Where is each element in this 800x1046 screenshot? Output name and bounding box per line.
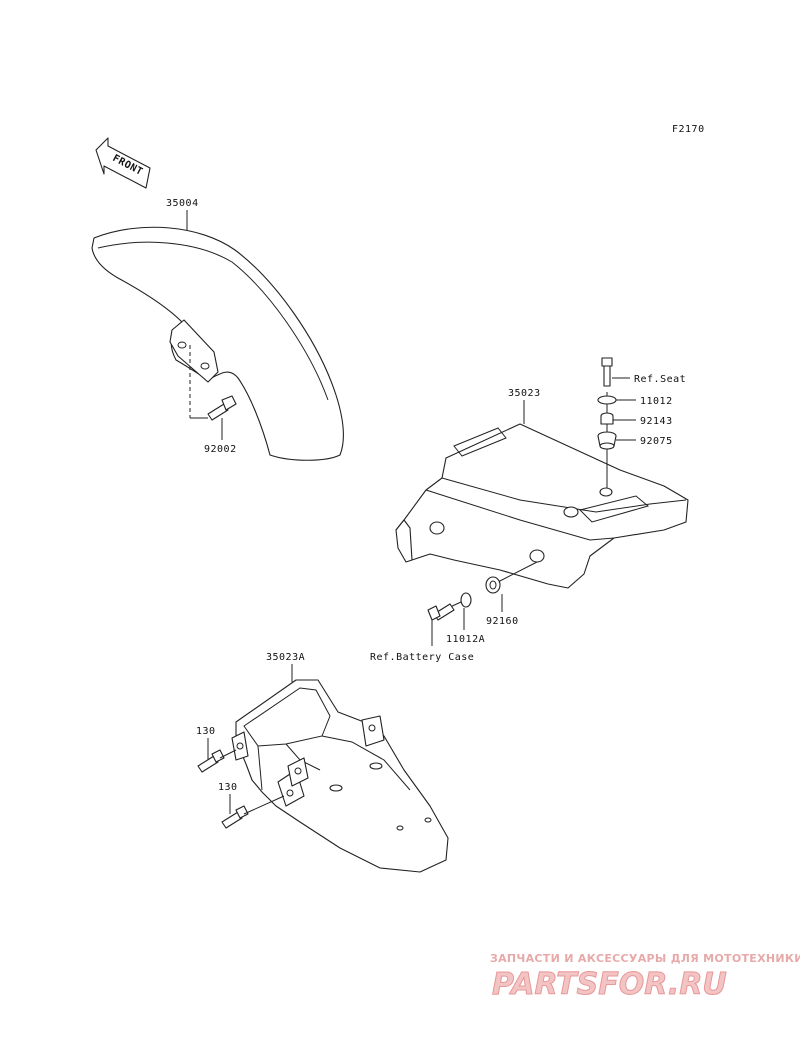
label-92002: 92002 [204,444,237,455]
label-11012: 11012 [640,396,673,407]
watermark-logo: PARTSFOR.RU [492,967,727,1002]
label-35023: 35023 [508,388,541,399]
ref-seat: Ref.Seat [634,374,686,385]
figure-code: F2170 [672,124,705,135]
label-35004: 35004 [166,198,199,209]
front-fender [91,226,345,461]
grommet-top-icon [597,431,617,450]
washer-icon [597,395,617,405]
label-92075: 92075 [640,436,673,447]
bolt-top-icon [601,357,613,387]
bolt-side-icon [427,603,455,621]
label-92160: 92160 [486,616,519,627]
ref-battery-case: Ref.Battery Case [370,652,474,663]
bolt-130-lower-icon [221,805,249,829]
grommet-side-icon [485,576,501,594]
collar-icon [600,412,614,425]
mount-hole [177,341,187,349]
front-arrow-icon: FRONT [95,137,151,189]
label-35023A: 35023A [266,652,305,663]
label-92143: 92143 [640,416,673,427]
watermark-tagline: ЗАПЧАСТИ И АКСЕССУАРЫ ДЛЯ МОТОТЕХНИКИ [490,952,800,965]
bolt-130-upper-icon [197,749,225,773]
rear-fender-rear [231,679,449,873]
rear-fender-front [395,423,689,589]
label-11012A: 11012A [446,634,485,645]
label-130-upper: 130 [196,726,216,737]
mount-hole [200,362,210,370]
label-130-lower: 130 [218,782,238,793]
bolt-92002-icon [207,395,237,421]
washer-side-icon [460,592,472,608]
